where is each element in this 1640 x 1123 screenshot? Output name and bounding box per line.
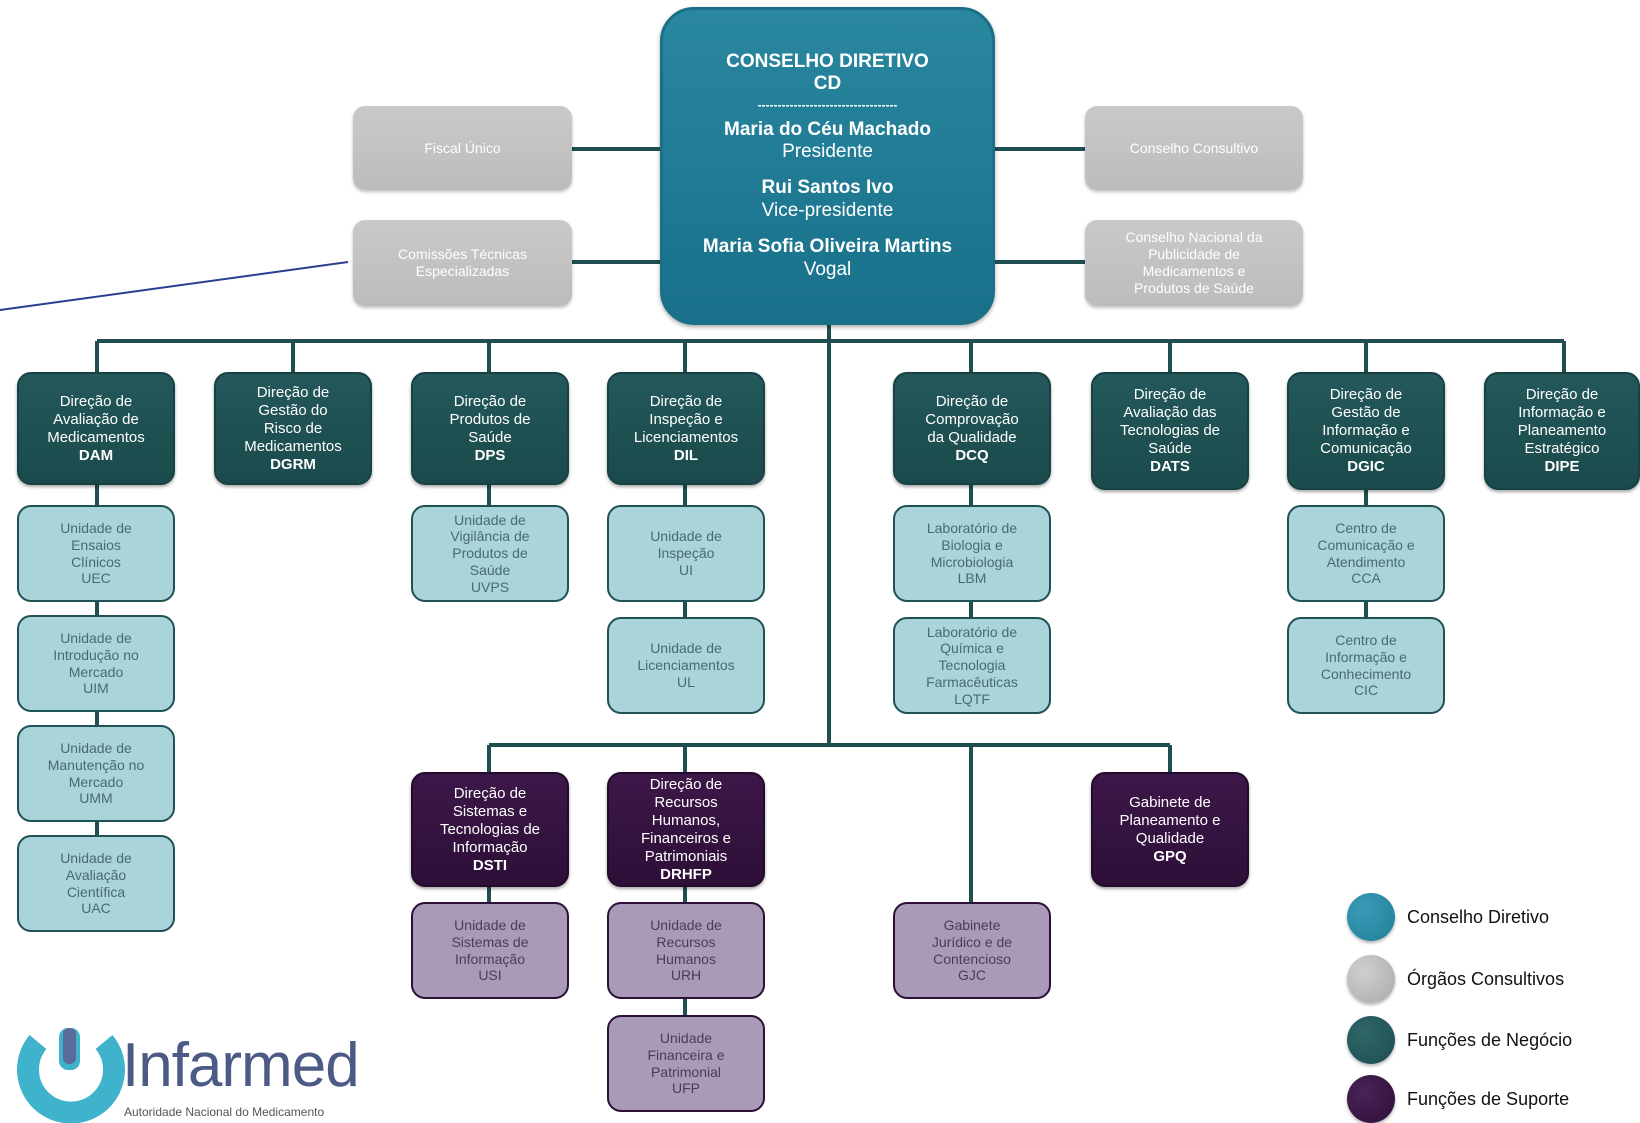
directorate-code: DGIC <box>1347 458 1385 475</box>
support-code: DSTI <box>472 856 508 874</box>
unit-label: Unidade de Avaliação Científica UAC <box>60 849 132 917</box>
legend-item: Órgãos Consultivos <box>1347 955 1564 1003</box>
unit-lbm: Laboratório de Biologia e Microbiologia … <box>893 505 1051 602</box>
logo-tagline: Autoridade Nacional do Medicamento <box>124 1105 325 1119</box>
unit-label: Centro de Comunicação e Atendimento CCA <box>1317 519 1415 587</box>
unit-label: Laboratório de Biologia e Microbiologia … <box>926 519 1018 587</box>
directorate-code: DAM <box>78 446 114 464</box>
unit-uac: Unidade de Avaliação Científica UAC <box>17 835 175 932</box>
member-name: Rui Santos Ivo <box>761 177 894 199</box>
support-drhfp: Direção de Recursos Humanos, Financeiros… <box>607 772 765 887</box>
unit-ui: Unidade de Inspeção UI <box>607 505 765 602</box>
unit-label: Unidade de Vigilância de Produtos de Saú… <box>450 511 530 595</box>
directorate-dgrm: Direção de Gestão do Risco de Medicament… <box>214 372 372 485</box>
fiscal-unico-box: Fiscal Único <box>353 106 572 190</box>
legend-label: Funções de Negócio <box>1407 1029 1573 1050</box>
unit-cca: Centro de Comunicação e Atendimento CCA <box>1287 505 1445 602</box>
unit-label: Laboratório de Química e Tecnologia Farm… <box>926 623 1018 707</box>
directorate-dcq: Direção de Comprovação da Qualidade DCQ <box>893 372 1051 485</box>
cnpm-box: Conselho Nacional da Publicidade de Medi… <box>1085 220 1303 306</box>
directorate-name: Direção de Gestão do Risco de Medicament… <box>244 383 342 455</box>
legend-label: Órgãos Consultivos <box>1407 968 1565 989</box>
directorate-name: Direção de Avaliação das Tecnologias de … <box>1119 386 1221 457</box>
conselho-diretivo-box: CONSELHO DIRETIVO CD -------------------… <box>660 7 995 325</box>
council-abbr: CD <box>813 73 842 95</box>
legend-label: Conselho Diretivo <box>1407 906 1550 927</box>
directorate-dipe: Direção de Informação e Planeamento Estr… <box>1484 372 1640 490</box>
unit-urh: Unidade de Recursos Humanos URH <box>607 902 765 999</box>
unit-umm: Unidade de Manutenção no Mercado UMM <box>17 725 175 822</box>
comissoes-tecnicas-label: Comissões Técnicas Especializadas <box>398 246 527 279</box>
legend-item: Funções de Suporte <box>1347 1075 1569 1123</box>
unit-label: Centro de Informação e Conhecimento CIC <box>1320 631 1412 699</box>
directorate-code: DGRM <box>270 455 316 473</box>
directorate-dgic: Direção de Gestão de Informação e Comuni… <box>1287 372 1445 490</box>
fiscal-unico-label: Fiscal Único <box>424 139 501 156</box>
support-name: Direção de Sistemas e Tecnologias de Inf… <box>439 784 541 856</box>
member-role: Vogal <box>803 258 852 280</box>
legend-label: Funções de Suporte <box>1407 1088 1570 1109</box>
legend-item: Funções de Negócio <box>1347 1016 1572 1064</box>
comissoes-tecnicas-box: Comissões Técnicas Especializadas <box>353 220 572 306</box>
legend-swatch <box>1347 893 1395 941</box>
unit-label: Gabinete Jurídico e de Contencioso GJC <box>931 916 1013 984</box>
unit-gjc: Gabinete Jurídico e de Contencioso GJC <box>893 902 1051 999</box>
directorate-dps: Direção de Produtos de Saúde DPS <box>411 372 569 485</box>
member-name: Maria do Céu Machado <box>724 118 931 140</box>
unit-label: Unidade de Inspeção UI <box>650 528 722 578</box>
council-separator: ----------------------------------- <box>757 98 898 113</box>
directorate-name: Direção de Inspeção e Licenciamentos <box>633 392 739 446</box>
conselho-consultivo-label: Conselho Consultivo <box>1129 139 1259 156</box>
unit-label: Unidade de Manutenção no Mercado UMM <box>47 739 145 807</box>
legend-swatch <box>1347 955 1395 1003</box>
support-name: Direção de Recursos Humanos, Financeiros… <box>640 775 732 865</box>
directorate-code: DCQ <box>955 446 989 464</box>
logo-wordmark: Infarmed <box>122 1031 360 1100</box>
directorate-name: Direção de Gestão de Informação e Comuni… <box>1320 386 1412 457</box>
unit-cic: Centro de Informação e Conhecimento CIC <box>1287 617 1445 714</box>
unit-label: Unidade de Recursos Humanos URH <box>650 916 722 984</box>
support-gpq: Gabinete de Planeamento e Qualidade GPQ <box>1091 772 1249 887</box>
unit-label: Unidade de Licenciamentos UL <box>637 640 735 690</box>
unit-label: Unidade de Introdução no Mercado UIM <box>53 629 139 697</box>
directorate-name: Direção de Produtos de Saúde <box>449 392 531 446</box>
unit-label: Unidade de Ensaios Clínicos UEC <box>60 519 132 587</box>
council-title: CONSELHO DIRETIVO <box>726 50 929 72</box>
directorate-code: DATS <box>1150 458 1190 475</box>
directorate-dam: Direção de Avaliação de Medicamentos DAM <box>17 372 175 485</box>
conselho-consultivo-box: Conselho Consultivo <box>1085 106 1303 190</box>
directorate-name: Direção de Comprovação da Qualidade <box>925 392 1019 446</box>
unit-ul: Unidade de Licenciamentos UL <box>607 617 765 714</box>
unit-uim: Unidade de Introdução no Mercado UIM <box>17 615 175 712</box>
legend-item: Conselho Diretivo <box>1347 893 1549 941</box>
member-role: Presidente <box>782 141 873 163</box>
unit-label: Unidade Financeira e Patrimonial UFP <box>647 1029 725 1097</box>
member-role: Vice-presidente <box>761 199 894 221</box>
directorate-code: DPS <box>474 446 506 464</box>
legend-swatch <box>1347 1016 1395 1064</box>
unit-lqtf: Laboratório de Química e Tecnologia Farm… <box>893 617 1051 714</box>
directorate-dats: Direção de Avaliação das Tecnologias de … <box>1091 372 1249 490</box>
unit-uec: Unidade de Ensaios Clínicos UEC <box>17 505 175 602</box>
unit-ufp: Unidade Financeira e Patrimonial UFP <box>607 1015 765 1112</box>
directorate-name: Direção de Informação e Planeamento Estr… <box>1517 386 1607 457</box>
unit-usi: Unidade de Sistemas de Informação USI <box>411 902 569 999</box>
directorate-code: DIPE <box>1544 458 1580 475</box>
support-code: GPQ <box>1153 847 1187 865</box>
legend-swatch <box>1347 1075 1395 1123</box>
unit-label: Unidade de Sistemas de Informação USI <box>451 916 529 984</box>
directorate-name: Direção de Avaliação de Medicamentos <box>47 392 145 446</box>
member-name: Maria Sofia Oliveira Martins <box>702 235 953 257</box>
support-code: DRHFP <box>660 865 712 883</box>
directorate-code: DIL <box>673 446 699 464</box>
support-dsti: Direção de Sistemas e Tecnologias de Inf… <box>411 772 569 887</box>
directorate-dil: Direção de Inspeção e Licenciamentos DIL <box>607 372 765 485</box>
unit-uvps: Unidade de Vigilância de Produtos de Saú… <box>411 505 569 602</box>
infarmed-logo-mark <box>17 1028 125 1123</box>
cnpm-label: Conselho Nacional da Publicidade de Medi… <box>1125 229 1263 296</box>
support-name: Gabinete de Planeamento e Qualidade <box>1119 793 1221 847</box>
